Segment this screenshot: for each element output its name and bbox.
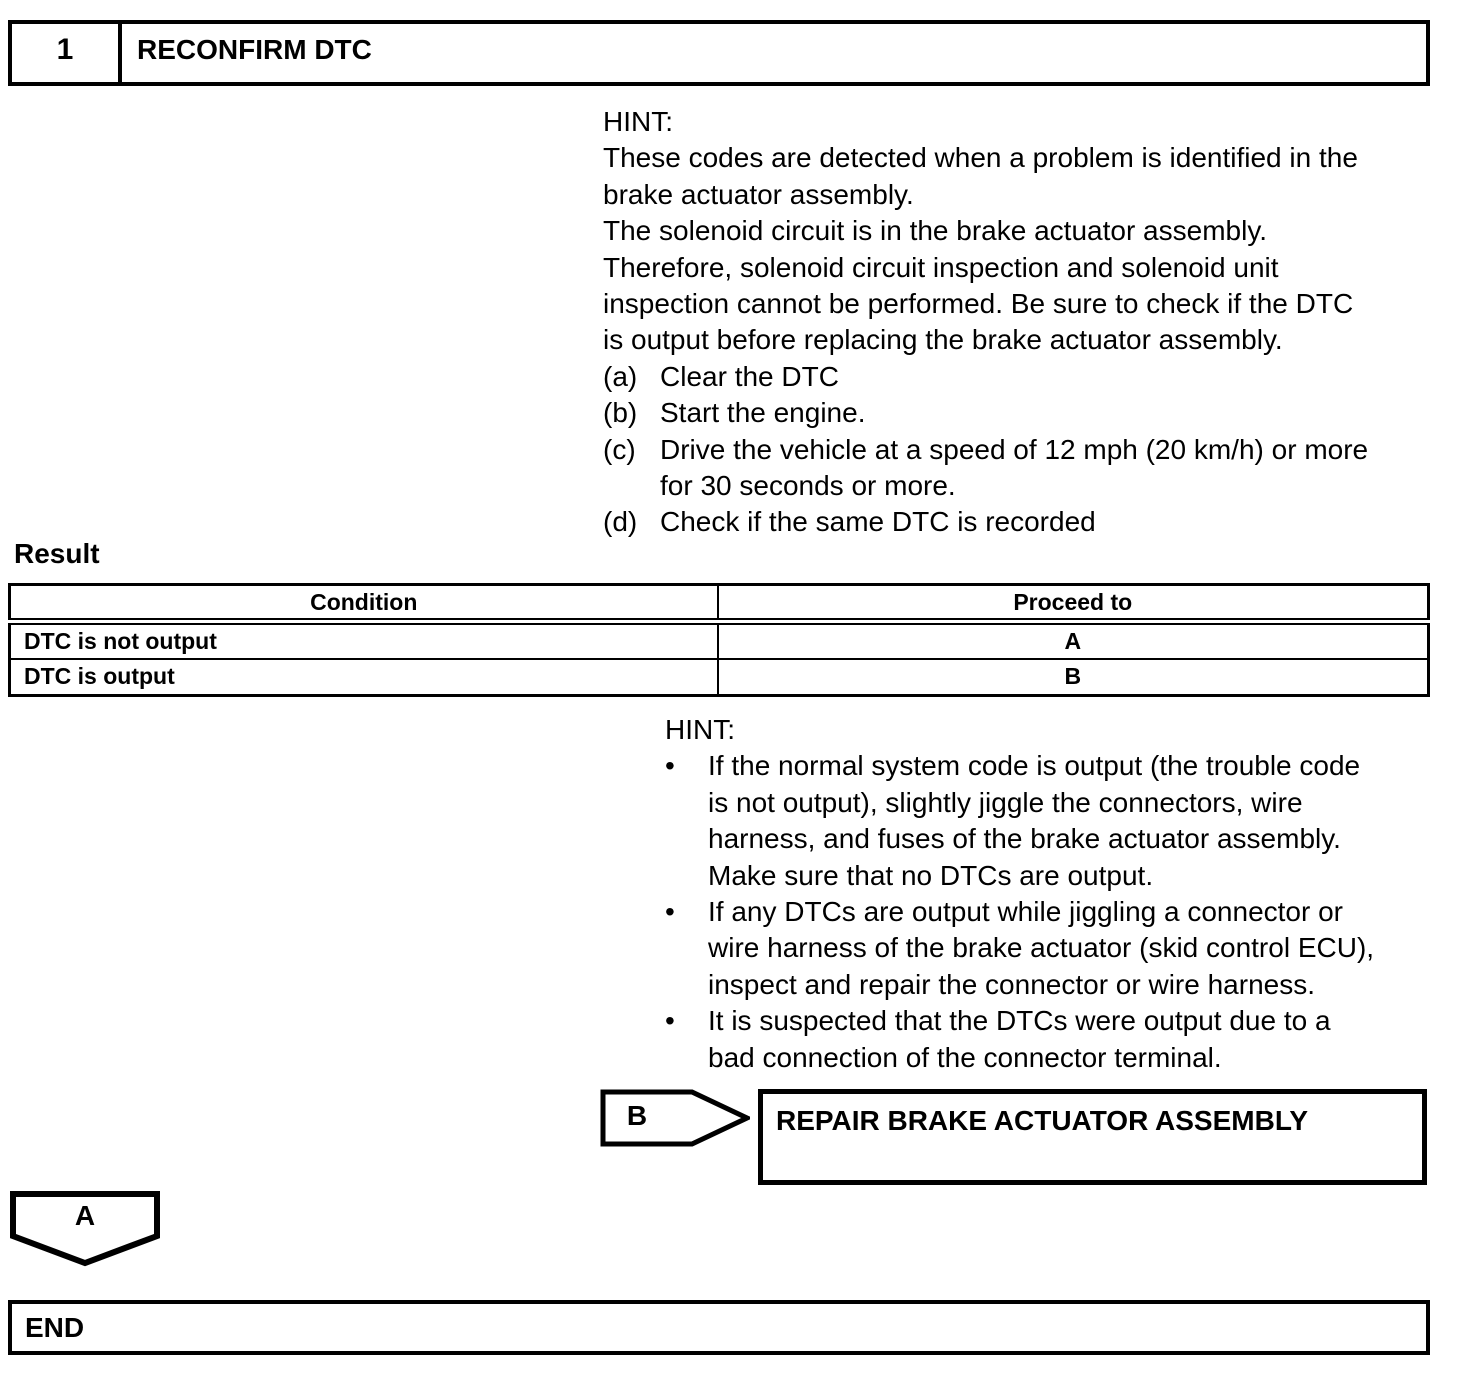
proceed-to-cell: B — [716, 657, 1430, 697]
repair-action-box: REPAIR BRAKE ACTUATOR ASSEMBLY — [758, 1089, 1427, 1185]
hint-bullet-3: • It is suspected that the DTCs were out… — [665, 1003, 1457, 1076]
hint-line: The solenoid circuit is in the brake act… — [603, 215, 1268, 247]
condition-cell: DTC is not output — [8, 620, 719, 660]
bullet-icon: • — [665, 896, 675, 928]
procedure-step-b: (b) Start the engine. — [603, 395, 1435, 431]
bullet-icon: • — [665, 750, 675, 782]
step-number: 1 — [12, 24, 122, 82]
hint-line: inspection cannot be performed. Be sure … — [603, 288, 1354, 320]
step-letter: (b) — [603, 397, 638, 429]
procedure-step-a: (a) Clear the DTC — [603, 359, 1435, 395]
proceed-to-cell: A — [716, 620, 1430, 660]
step-text: Start the engine. — [660, 397, 866, 429]
bullet-text: Make sure that no DTCs are output. — [708, 859, 1154, 891]
bullet-text: inspect and repair the connector or wire… — [708, 968, 1315, 1000]
branch-a-connector: A — [10, 1191, 160, 1267]
bullet-text: It is suspected that the DTCs were outpu… — [708, 1005, 1331, 1037]
hint-line: Therefore, solenoid circuit inspection a… — [603, 251, 1279, 283]
column-header-condition: Condition — [8, 583, 719, 625]
bullet-text: wire harness of the brake actuator (skid… — [708, 932, 1375, 964]
bullet-text: bad connection of the connector terminal… — [708, 1041, 1222, 1073]
column-header-proceed-to: Proceed to — [716, 583, 1430, 625]
step-text: Clear the DTC — [660, 360, 839, 392]
step-title: RECONFIRM DTC — [137, 34, 372, 65]
table-row: DTC is not output A — [8, 620, 1430, 660]
result-heading: Result — [14, 538, 100, 569]
branch-b-connector: B — [600, 1089, 750, 1147]
bullet-text: is not output), slightly jiggle the conn… — [708, 786, 1303, 818]
hint-line: brake actuator assembly. — [603, 178, 914, 210]
step-header-box: 1 RECONFIRM DTC — [8, 20, 1430, 86]
bullet-text: harness, and fuses of the brake actuator… — [708, 823, 1341, 855]
step-text: for 30 seconds or more. — [660, 470, 956, 502]
hint-label: HINT: — [603, 106, 673, 137]
step-text: Check if the same DTC is recorded — [660, 506, 1096, 538]
down-arrow-pentagon-icon — [10, 1191, 160, 1267]
procedure-step-c: (c) Drive the vehicle at a speed of 12 m… — [603, 432, 1435, 505]
table-header-row: Condition Proceed to — [8, 583, 1430, 625]
bullet-text: If any DTCs are output while jiggling a … — [708, 896, 1343, 928]
table-row: DTC is output B — [8, 657, 1430, 697]
step-letter: (c) — [603, 433, 636, 465]
step-letter: (d) — [603, 506, 638, 538]
right-arrow-pentagon-icon — [600, 1089, 750, 1147]
hint-line: These codes are detected when a problem … — [603, 142, 1358, 174]
bullet-text: If the normal system code is output (the… — [708, 750, 1361, 782]
hint-bullet-2: • If any DTCs are output while jiggling … — [665, 894, 1457, 1003]
branch-b-label: B — [626, 1100, 648, 1131]
hint-bullet-1: • If the normal system code is output (t… — [665, 748, 1457, 894]
branch-a-label: A — [74, 1200, 96, 1231]
bullet-icon: • — [665, 1005, 675, 1037]
end-box: END — [8, 1300, 1430, 1355]
step-letter: (a) — [603, 360, 638, 392]
step-text: Drive the vehicle at a speed of 12 mph (… — [660, 433, 1369, 465]
procedure-text-block: HINT: These codes are detected when a pr… — [603, 104, 1435, 541]
procedure-step-d: (d) Check if the same DTC is recorded — [603, 504, 1435, 540]
hint-line: is output before replacing the brake act… — [603, 324, 1283, 356]
hint-label: HINT: — [665, 714, 735, 745]
hint-block-2: HINT: • If the normal system code is out… — [665, 712, 1457, 1076]
condition-cell: DTC is output — [8, 657, 719, 697]
result-table: Condition Proceed to DTC is not output A… — [8, 583, 1430, 697]
